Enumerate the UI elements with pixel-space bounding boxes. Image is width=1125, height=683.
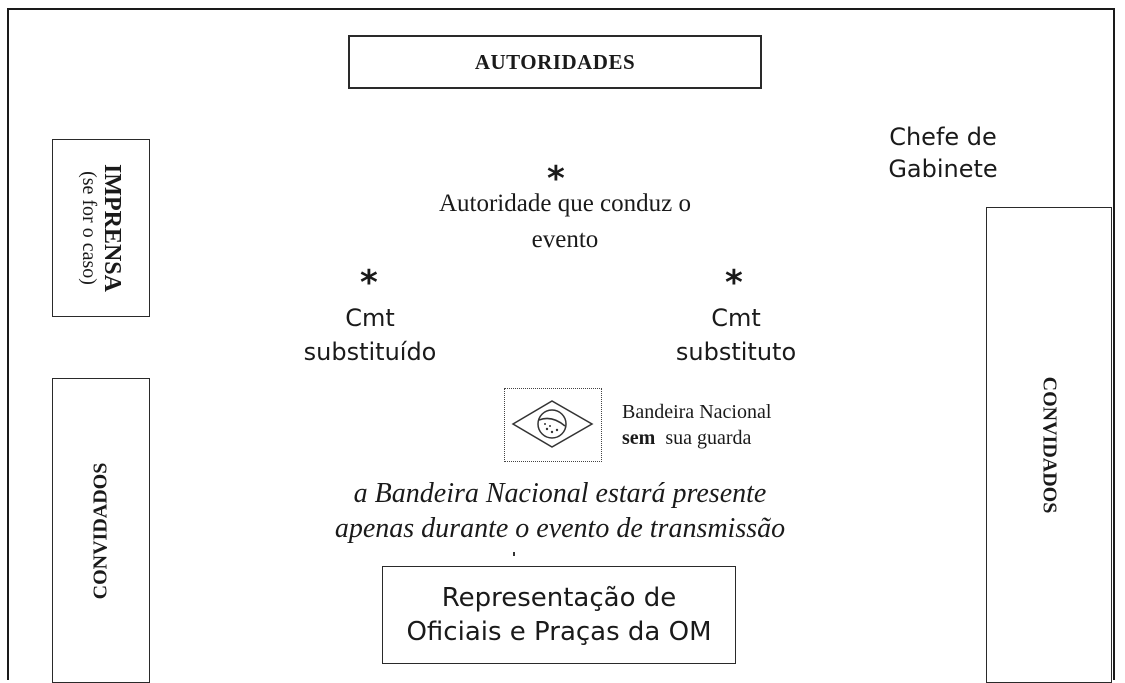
guests-right-box: CONVIDADOS [986,207,1112,683]
troops-representation-line2: Oficiais e Praças da OM [406,617,712,647]
guests-right-label: CONVIDADOS [1038,376,1061,514]
presiding-authority-label: Autoridade que conduz o evento [380,186,750,258]
chief-of-staff-label: Chefe de Gabinete [858,121,1028,185]
presiding-authority-line1: Autoridade que conduz o [438,190,691,217]
small-dot-mark [513,552,515,556]
presiding-authority-line2: evento [531,226,599,253]
guests-left-box: CONVIDADOS [52,378,150,683]
press-title: IMPRENSA [99,163,126,292]
troops-representation-box: Representação de Oficiais e Praças da OM [382,566,736,664]
outgoing-commander-label: Cmt substituído [280,301,460,369]
incoming-commander-line2: substituto [675,338,797,366]
outgoing-commander-line1: Cmt [345,304,395,332]
flag-label-rest: sua guarda [655,427,752,449]
brazil-flag-drawing [511,400,594,448]
authorities-box: AUTORIDADES [348,35,762,89]
flag-presence-note-line1: a Bandeira Nacional estará presente [353,478,767,509]
flag-label-bold: sem [622,427,656,449]
troops-representation-label: Representação de Oficiais e Praças da OM [406,581,711,649]
outgoing-commander-marker: * [360,263,378,303]
incoming-commander-marker: * [725,263,743,303]
brazil-flag-icon [504,388,602,462]
flag-label-line1: Bandeira Nacional [622,401,772,423]
flag-label: Bandeira Nacional sem sua guarda [622,399,771,451]
flag-presence-note: a Bandeira Nacional estará presente apen… [270,476,850,546]
press-subtitle: (se for o caso) [77,171,100,285]
incoming-commander-line1: Cmt [711,304,761,332]
incoming-commander-label: Cmt substituto [656,301,816,369]
authorities-label: AUTORIDADES [474,49,636,74]
outgoing-commander-line2: substituído [303,338,437,366]
press-label-group: IMPRENSA (se for o caso) [77,139,126,317]
guests-left-label: CONVIDADOS [89,462,112,599]
chief-of-staff-line1: Chefe de [889,123,997,151]
flag-label-line2: sem sua guarda [622,425,771,451]
flag-presence-note-line2: apenas durante o evento de transmissão [334,513,786,544]
diagram-frame [7,8,1115,680]
presiding-authority-marker: * [547,159,565,199]
chief-of-staff-line2: Gabinete [888,155,998,183]
troops-representation-line1: Representação de [441,583,677,613]
press-box: IMPRENSA (se for o caso) [52,139,150,317]
